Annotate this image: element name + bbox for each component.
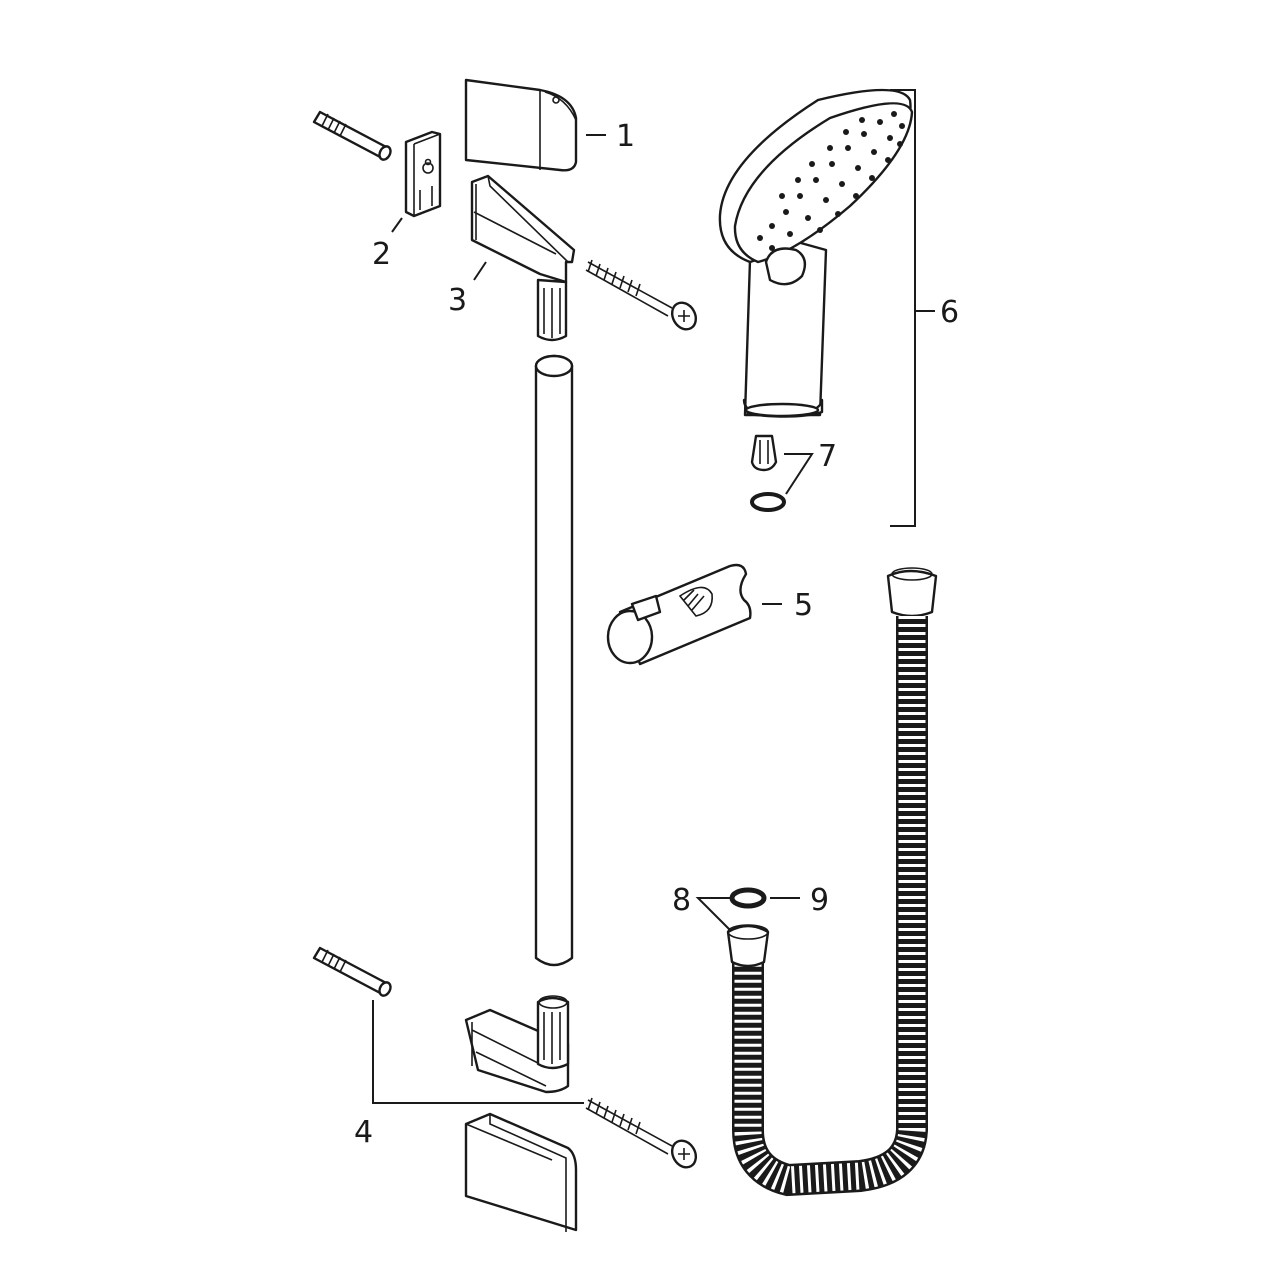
wall-plug-top-icon [312,110,392,161]
shower-hose [726,567,938,1197]
callout-label-3: 3 [448,283,467,318]
top-cover-cap [464,78,578,172]
flow-limiter-seal-ring [750,492,786,512]
bracket-plate [404,130,442,218]
bottom-cover-cap [464,1112,578,1232]
lower-rail-holder [464,995,570,1094]
leader-line-7 [784,453,814,495]
callout-label-2: 2 [372,237,391,272]
screw-upper-icon [585,259,698,331]
callout-label-9: 9 [810,883,829,918]
callout-label-5: 5 [794,588,813,623]
callout-label-6: 6 [940,295,959,330]
upper-rail-holder [470,174,576,342]
wall-plug-bottom-icon [312,946,392,997]
screw-lower-icon [585,1097,698,1169]
sliding-holder [606,563,752,666]
callout-label-4: 4 [354,1115,373,1150]
flow-limiter [750,434,778,472]
hose-seal-ring [729,887,767,909]
slide-rail-bar [534,354,574,967]
callout-label-8: 8 [672,883,691,918]
leader-line-4 [372,1000,584,1104]
hand-shower [718,88,914,418]
leader-line-3 [473,261,487,281]
spray-nozzles-icon [757,111,905,251]
bracket-6 [890,89,916,527]
callout-label-7: 7 [818,439,837,474]
callout-label-1: 1 [616,119,635,154]
leader-line-8 [695,897,731,931]
leader-line-2 [391,217,403,233]
